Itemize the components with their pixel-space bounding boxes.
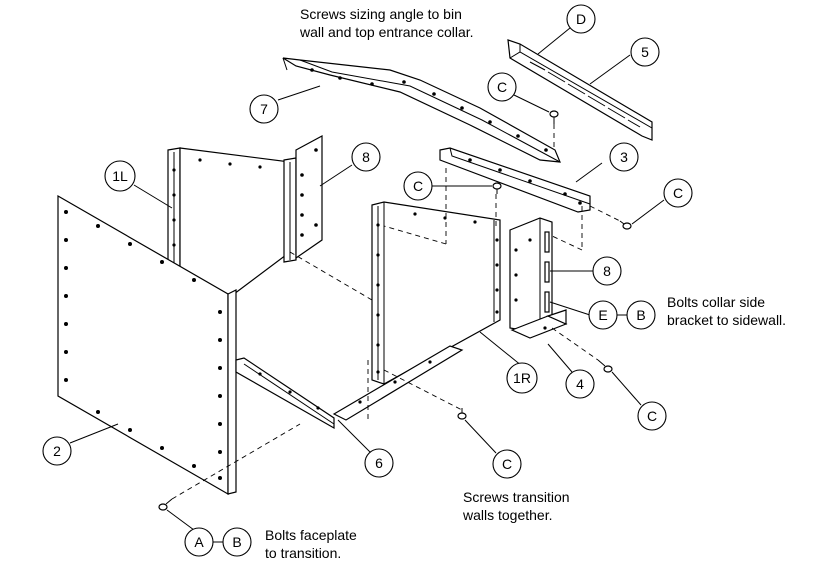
svg-text:6: 6 <box>375 455 383 471</box>
svg-text:3: 3 <box>620 149 628 165</box>
svg-text:1L: 1L <box>112 168 128 184</box>
bracket-part-4 <box>510 309 568 339</box>
svg-text:8: 8 <box>362 149 370 165</box>
callout-8-right: 8 <box>592 256 622 286</box>
callout-6: 6 <box>364 448 394 478</box>
svg-text:C: C <box>413 178 423 194</box>
callout-C-top: C <box>487 72 517 102</box>
screw-icon <box>619 220 632 230</box>
callout-C-right: C <box>663 178 693 208</box>
hardware-fasteners <box>158 110 632 511</box>
svg-text:E: E <box>598 307 607 323</box>
vertical-angle-part-8-left <box>283 134 323 263</box>
bolt-icon <box>597 359 613 373</box>
callout-1L: 1L <box>104 160 136 192</box>
callout-3: 3 <box>609 142 639 172</box>
screw-icon <box>492 182 502 194</box>
callout-5: 5 <box>630 37 660 67</box>
svg-text:7: 7 <box>260 101 268 117</box>
callout-4: 4 <box>565 369 595 399</box>
callout-7: 7 <box>249 94 279 124</box>
callout-C-bottom: C <box>492 449 522 479</box>
callout-B-right: B <box>626 300 656 330</box>
faceplate-part-2 <box>57 194 237 496</box>
callout-E: E <box>588 300 618 330</box>
note-faceplate: Bolts faceplate to transition. <box>265 526 357 562</box>
bottom-angle-part-6 <box>235 345 464 430</box>
right-wall-part-1R <box>371 201 501 385</box>
left-wall-part-1L <box>167 147 291 301</box>
note-line: wall and top entrance collar. <box>300 24 474 40</box>
collar-angle-part-5 <box>507 39 653 141</box>
svg-text:2: 2 <box>53 443 61 459</box>
callout-1R: 1R <box>506 362 538 394</box>
svg-text:4: 4 <box>576 376 584 392</box>
callout-C-mid: C <box>403 171 433 201</box>
note-line: Bolts collar side <box>667 294 766 310</box>
note-collar-bracket: Bolts collar side bracket to sidewall. <box>667 293 786 329</box>
note-line: to transition. <box>265 545 342 561</box>
svg-text:5: 5 <box>641 44 649 60</box>
svg-text:1R: 1R <box>513 370 531 386</box>
note-line: Screws transition <box>463 489 570 505</box>
note-line: Screws sizing angle to bin <box>300 6 462 22</box>
side-bracket-part-8-right <box>509 217 553 331</box>
svg-text:C: C <box>673 185 683 201</box>
note-line: walls together. <box>463 507 553 523</box>
svg-text:A: A <box>194 534 204 550</box>
svg-text:8: 8 <box>603 263 611 279</box>
bracket-part-3 <box>439 147 591 213</box>
note-line: bracket to sidewall. <box>667 312 787 328</box>
leader-lines <box>69 27 665 531</box>
callout-D: D <box>566 4 596 34</box>
bolt-icon <box>158 498 173 511</box>
note-line: Bolts faceplate <box>265 527 357 543</box>
screw-icon <box>549 110 559 124</box>
sizing-angle-part-7 <box>282 57 561 163</box>
svg-text:C: C <box>502 456 512 472</box>
note-sizing-angle: Screws sizing angle to bin wall and top … <box>300 5 474 41</box>
svg-text:C: C <box>647 408 657 424</box>
svg-text:C: C <box>497 79 507 95</box>
callout-8-top: 8 <box>351 142 381 172</box>
screw-icon <box>457 408 467 420</box>
callout-A: A <box>184 527 214 557</box>
callout-B-bottom: B <box>222 527 252 557</box>
note-transition-walls: Screws transition walls together. <box>463 488 570 524</box>
svg-text:B: B <box>636 307 645 323</box>
svg-text:D: D <box>576 11 586 27</box>
callout-2: 2 <box>42 436 72 466</box>
svg-text:B: B <box>232 534 241 550</box>
callout-C-low-right: C <box>637 401 667 431</box>
assembly-dashed-lines <box>171 124 621 500</box>
